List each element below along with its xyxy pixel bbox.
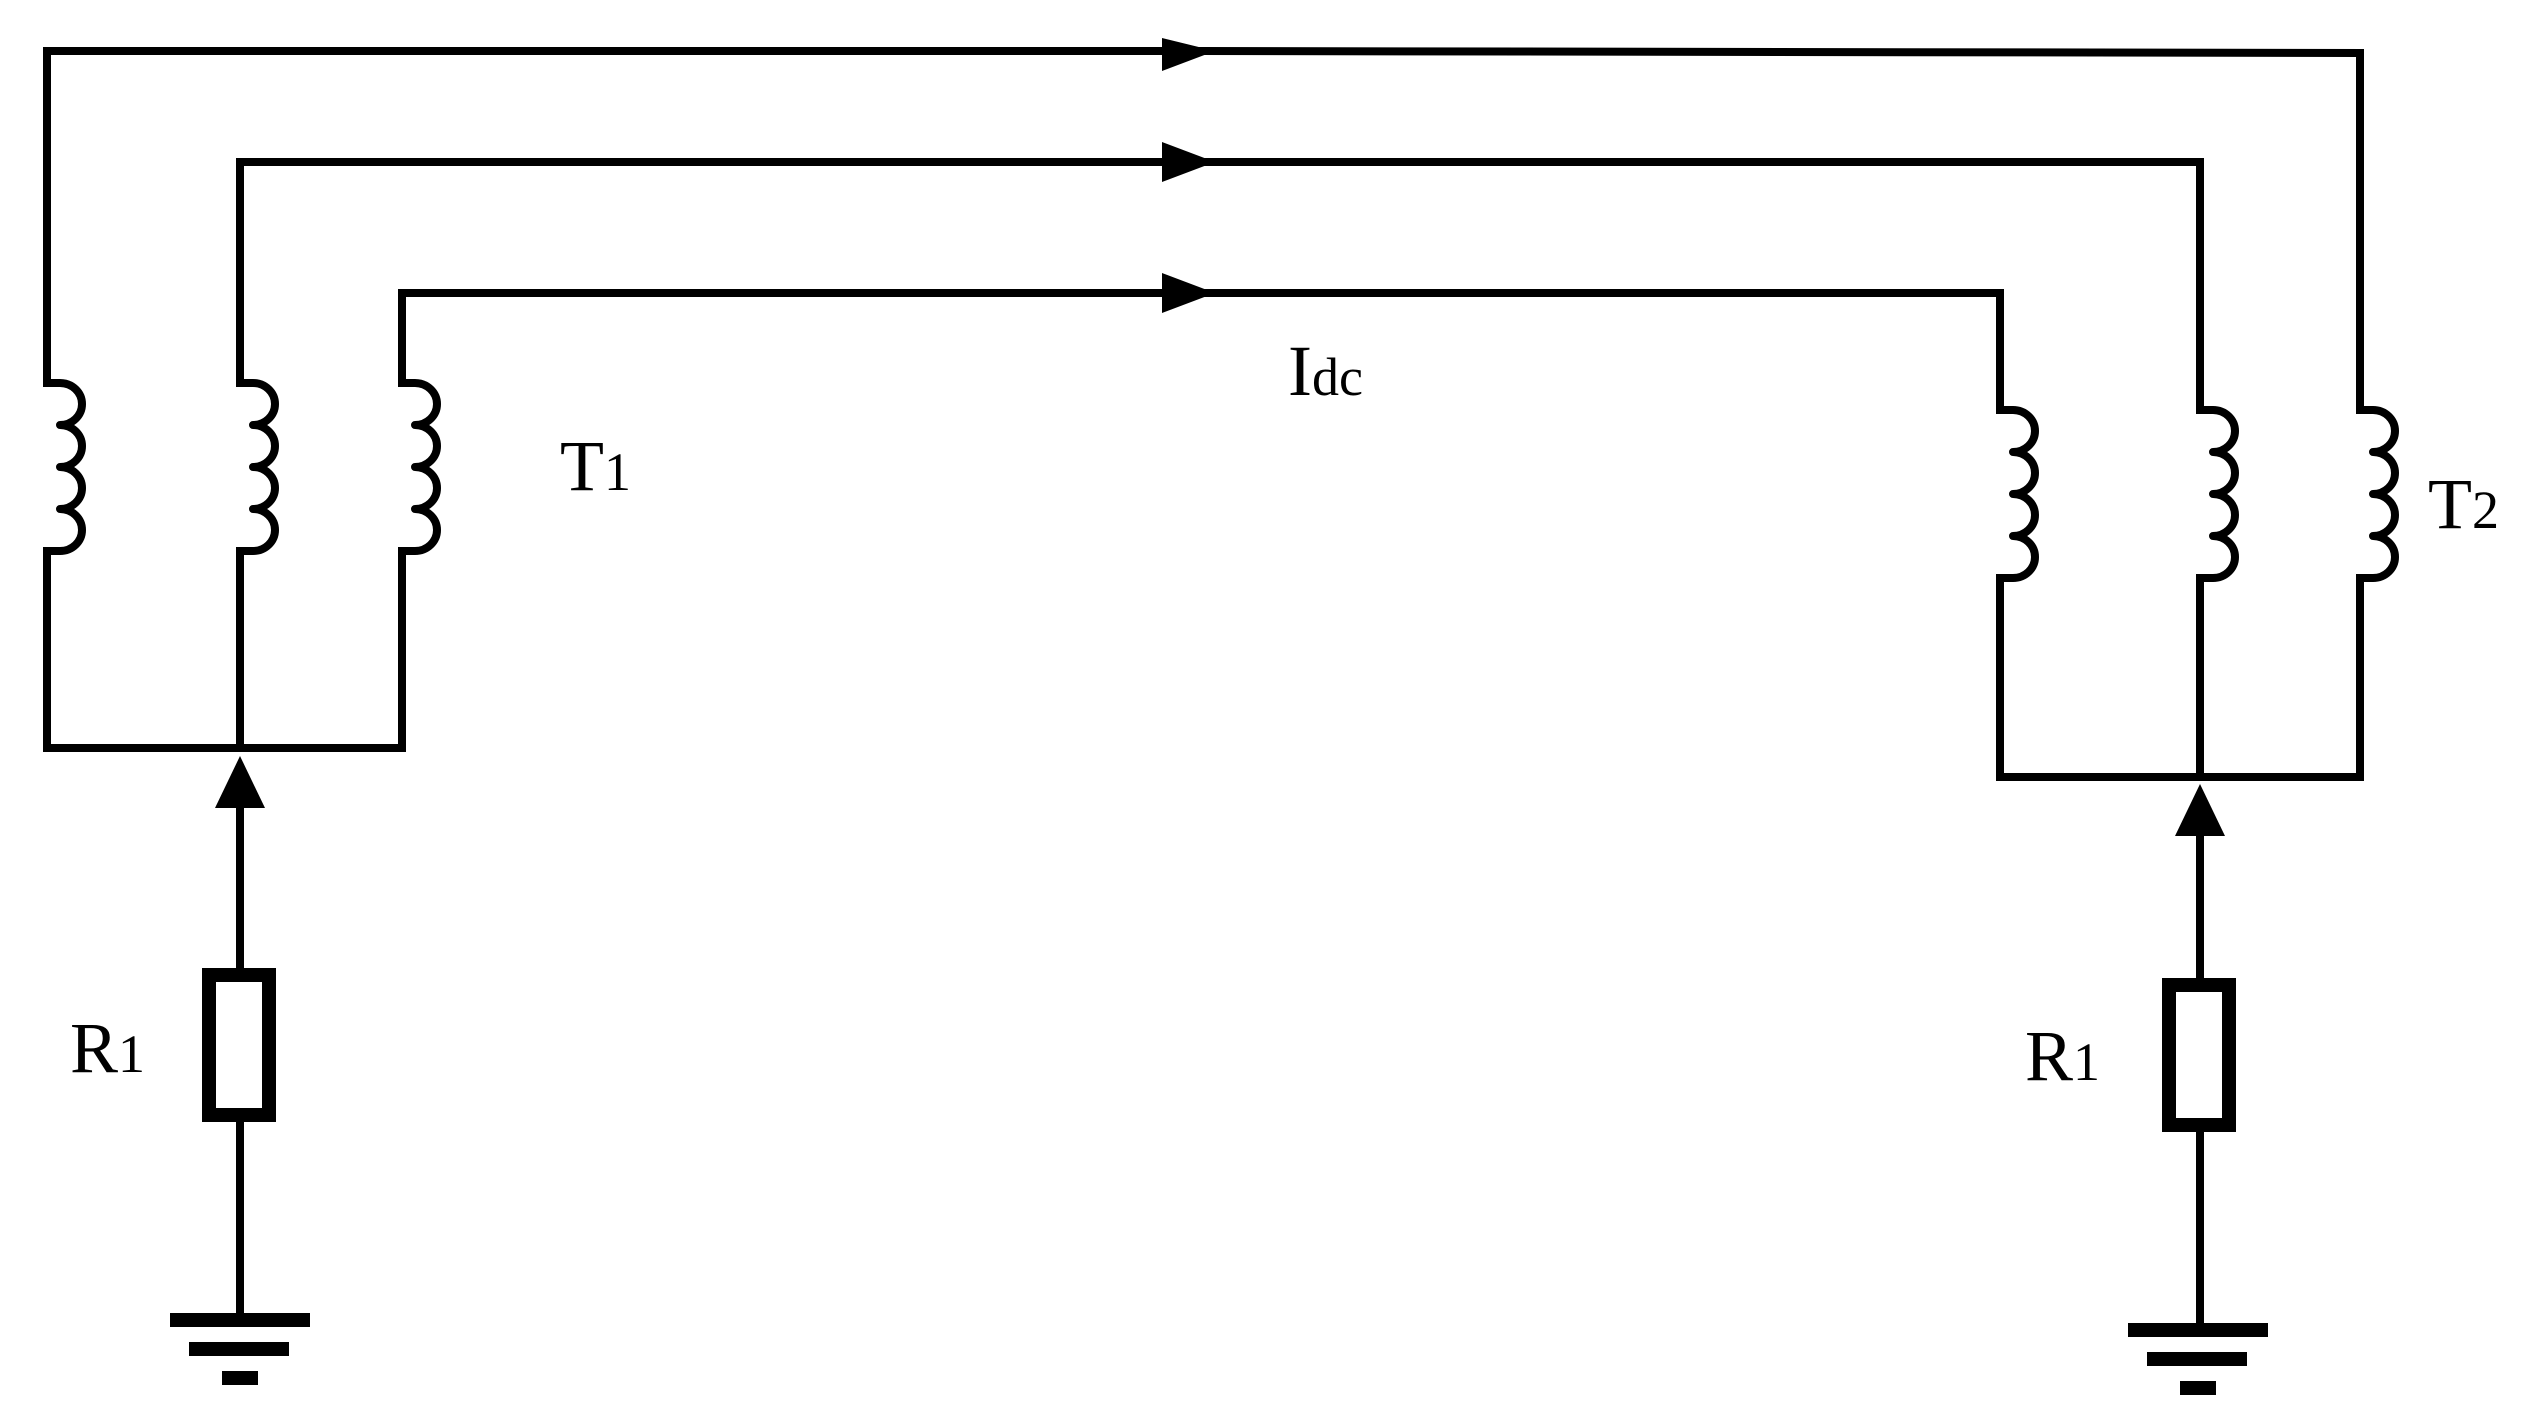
arrow-middle (1162, 142, 1215, 182)
ground-icon (170, 1313, 310, 1385)
label-r1-right: R1 (2025, 1016, 2100, 1096)
ground-branch-right (2128, 784, 2268, 1395)
label-r1-left: R1 (70, 1008, 145, 1088)
line-inner (398, 289, 2004, 414)
t2-winding-b (2196, 406, 2239, 582)
arrow-outer (1162, 38, 1215, 71)
line-middle (236, 158, 2204, 414)
transformer-t2 (1996, 406, 2399, 781)
t1-winding-a (43, 379, 86, 555)
t1-winding-b (236, 379, 279, 555)
label-idc: Idc (1288, 331, 1363, 411)
neutral-arrow-right (2175, 784, 2225, 836)
ground-icon (2128, 1323, 2268, 1395)
line-outer (43, 47, 2364, 414)
label-t2: T2 (2428, 464, 2499, 544)
neutral-arrow-left (215, 756, 265, 808)
t2-winding-c (2356, 406, 2399, 582)
transformer-t1 (43, 379, 441, 752)
t1-winding-c (398, 379, 441, 555)
t2-winding-a (1996, 406, 2039, 582)
current-arrows (1162, 38, 1215, 313)
resistor-left (202, 968, 276, 1122)
label-t1: T1 (560, 426, 631, 506)
ground-branch-left (170, 756, 310, 1385)
t2-neutral-bus (1996, 574, 2364, 781)
arrow-inner (1162, 273, 1215, 313)
transmission-lines (43, 47, 2364, 414)
t1-neutral-bus (43, 547, 406, 752)
resistor-right (2162, 978, 2236, 1132)
